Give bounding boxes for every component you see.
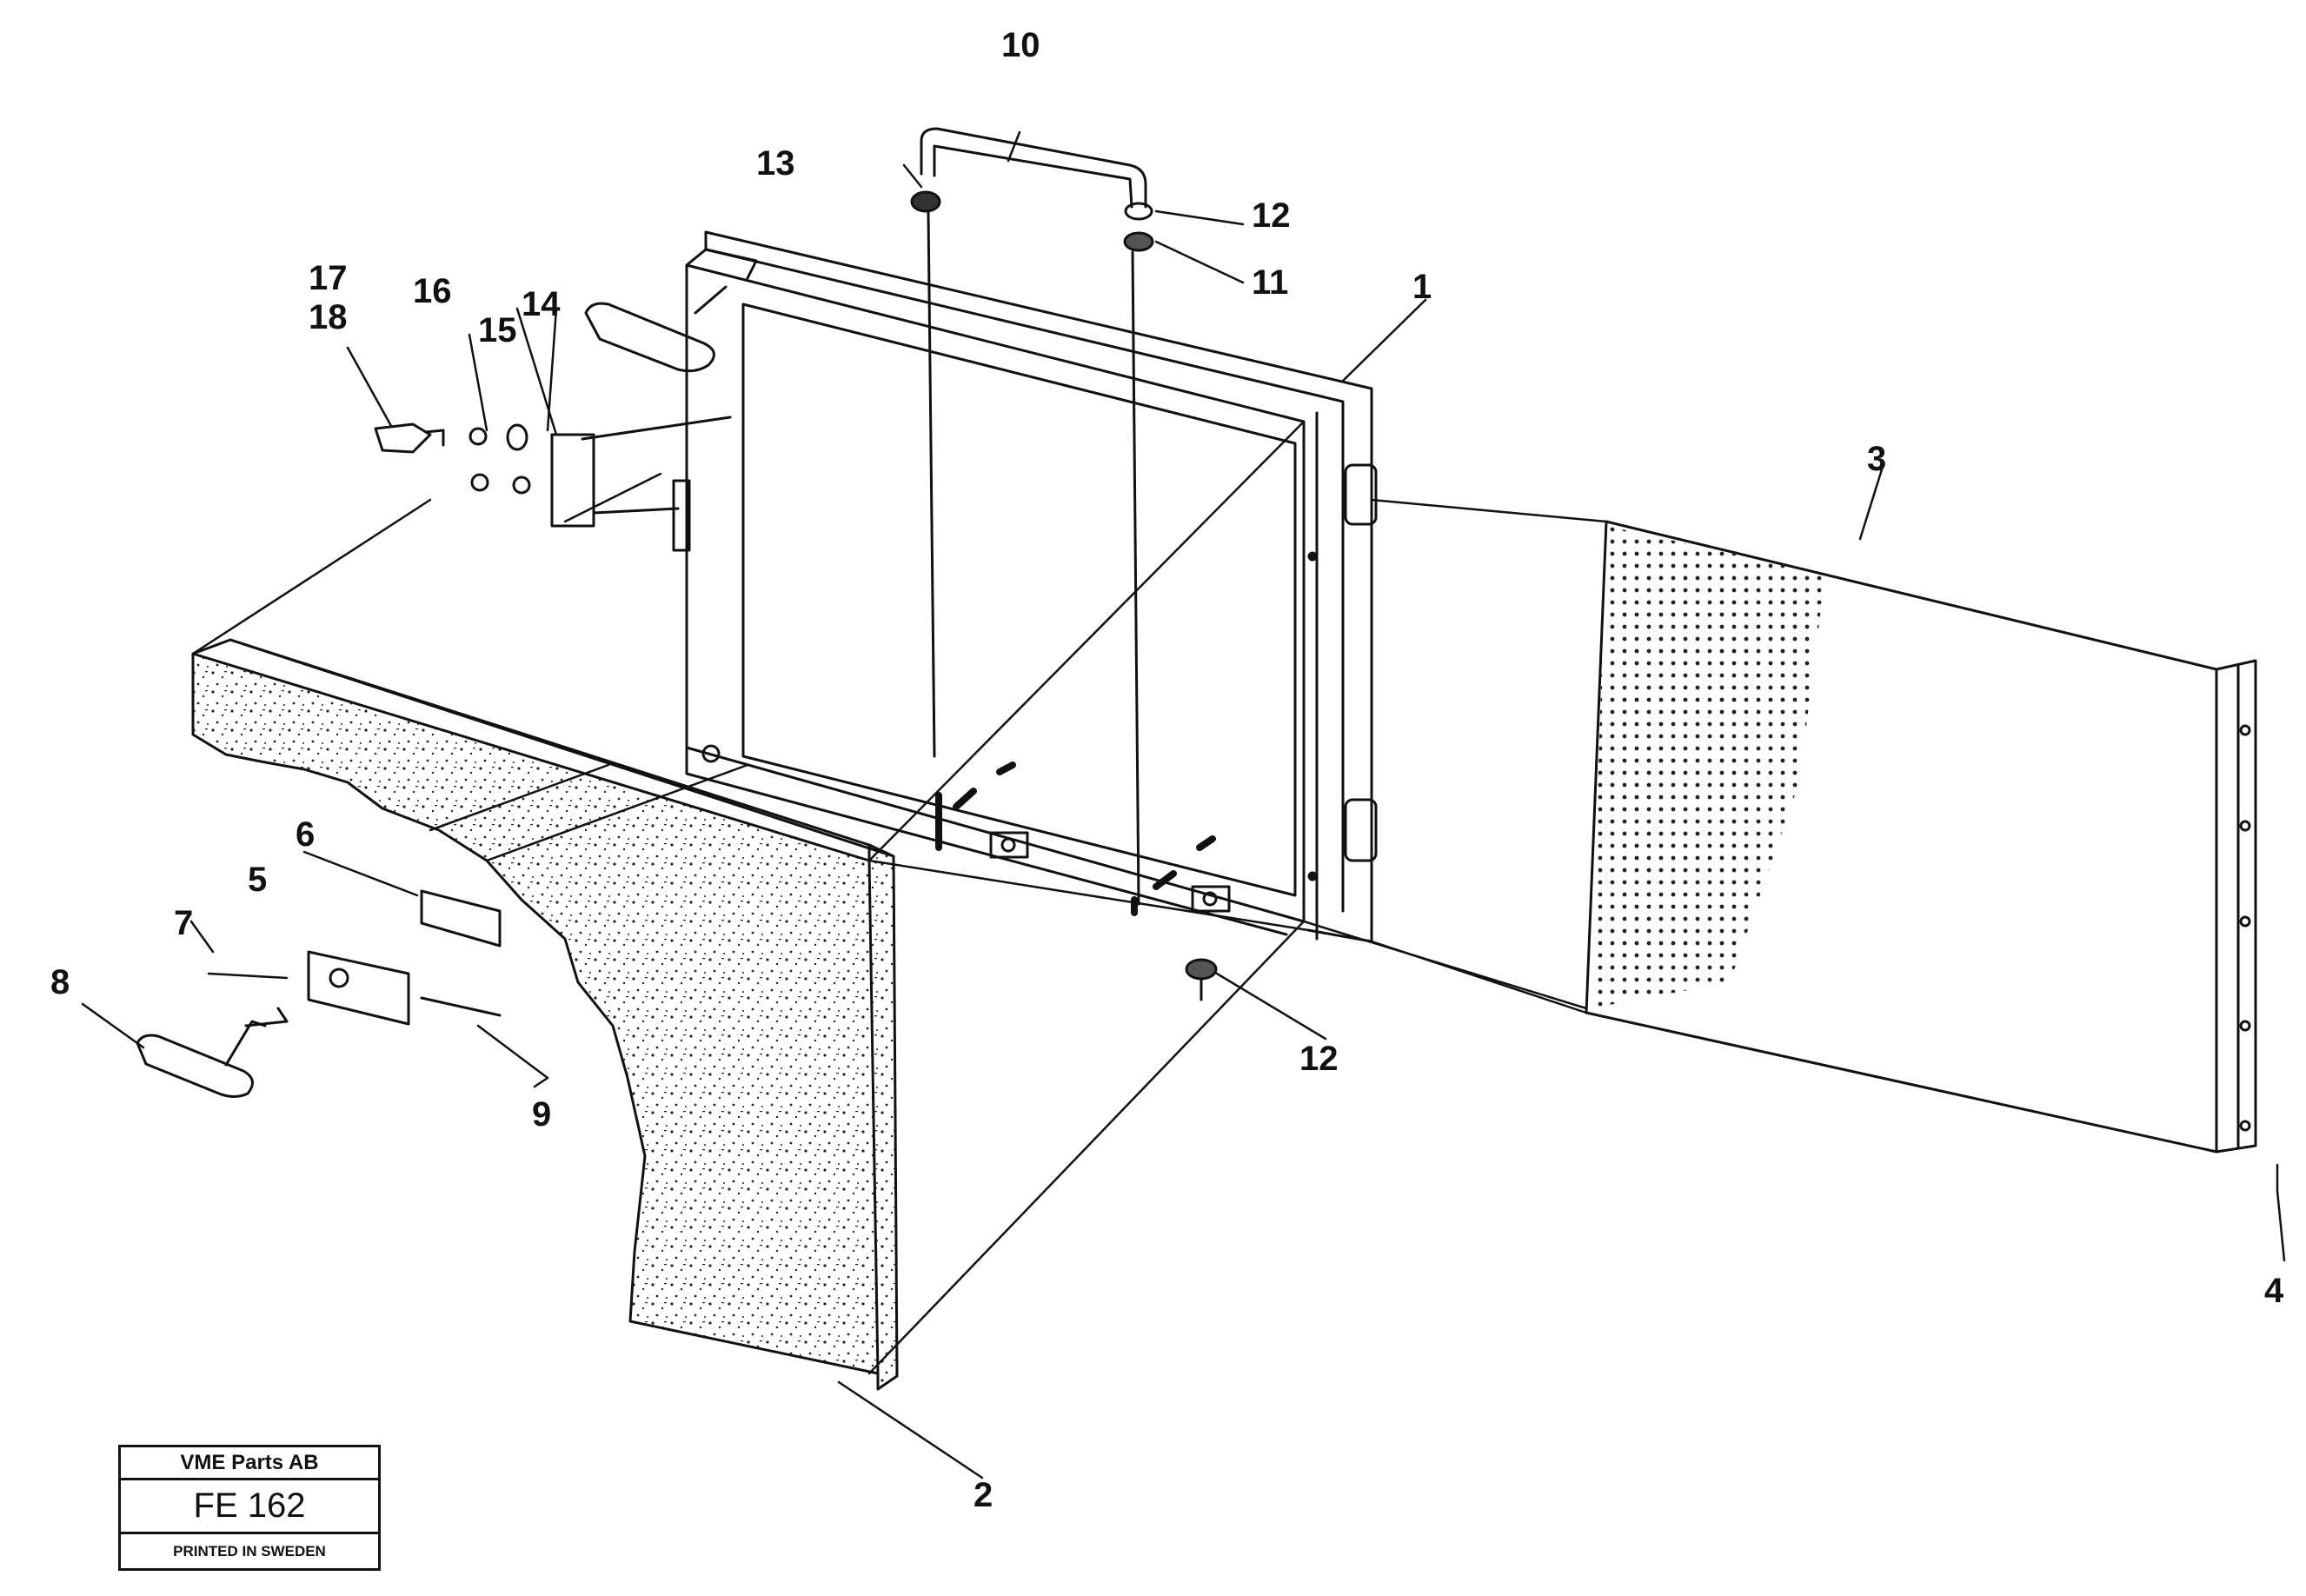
callout-17: 17 [309, 259, 348, 297]
callout-5: 5 [248, 861, 268, 899]
callout-16: 16 [413, 272, 452, 310]
t-handle-top [584, 302, 715, 373]
stamp-origin: PRINTED IN SWEDEN [173, 1542, 326, 1559]
callout-12-top: 12 [1252, 196, 1291, 235]
grommet-13 [910, 190, 941, 213]
handle-bar [920, 127, 1147, 209]
washer-12-bottom [1185, 958, 1218, 981]
perforated-cover [1585, 520, 2257, 1154]
callout-13: 13 [756, 144, 795, 183]
screw-7 [244, 1007, 289, 1027]
mounting-block-14 [550, 433, 595, 528]
callout-7: 7 [174, 904, 194, 942]
stamp-code: FE 162 [121, 1480, 378, 1534]
callout-9: 9 [532, 1095, 552, 1134]
callout-15: 15 [478, 311, 517, 349]
callout-12-bottom: 12 [1299, 1040, 1339, 1078]
pin-9 [420, 996, 502, 1017]
nut-11 [1123, 231, 1154, 252]
callout-1: 1 [1412, 268, 1432, 306]
callout-11: 11 [1252, 263, 1289, 302]
stamp-company: VME Parts AB [121, 1447, 378, 1480]
callout-3: 3 [1867, 440, 1887, 478]
insulation-panel [191, 638, 899, 1391]
callout-14: 14 [522, 285, 561, 323]
callout-8: 8 [50, 963, 70, 1001]
title-stamp: VME Parts AB FE 162 PRINTED IN SWEDEN [118, 1445, 381, 1571]
t-handle-8 [136, 1034, 254, 1098]
callout-6: 6 [296, 815, 316, 854]
washer-12-top [1124, 202, 1153, 221]
bracket-5 [307, 950, 410, 1026]
radiator-frame [685, 230, 1378, 943]
fitting-17-18 [374, 422, 432, 454]
callout-10: 10 [1001, 26, 1040, 64]
callout-2: 2 [974, 1476, 994, 1514]
callout-18: 18 [309, 298, 348, 336]
callout-4: 4 [2264, 1272, 2284, 1310]
plate-6 [420, 889, 502, 948]
